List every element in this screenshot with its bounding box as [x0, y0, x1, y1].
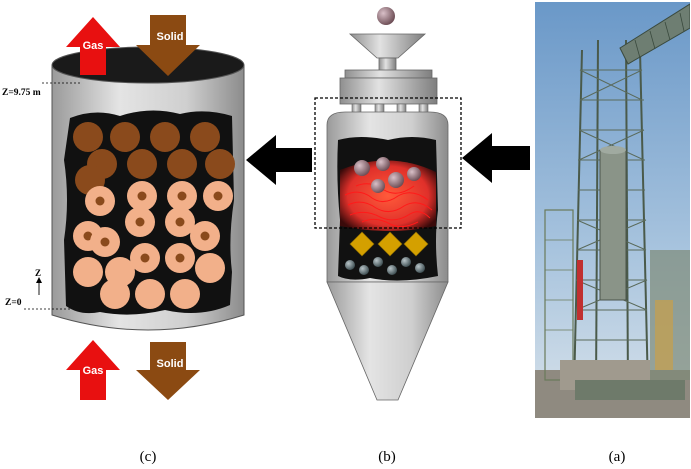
z-top-label: Z=9.75 m: [2, 88, 41, 98]
arrow-a-to-b: [462, 133, 530, 183]
arrow-b-to-c: [246, 135, 312, 185]
caption-a: (a): [608, 449, 626, 465]
panel-c-reactor-bed: Z=9.75 m Z Z=0 Gas Solid Gas Solid: [2, 15, 245, 400]
pellet-core: [175, 253, 185, 263]
gas-in-arrow: Gas: [66, 340, 120, 400]
ore-pellet: [167, 149, 197, 179]
furnace-pellet: [407, 167, 421, 181]
solid-out-label: Solid: [157, 358, 184, 370]
furnace-top-ring: [344, 69, 433, 79]
pellet-core: [95, 196, 105, 206]
z-axis-arrowhead: [36, 277, 42, 283]
pellet-core: [100, 237, 110, 247]
ore-pellet: [190, 122, 220, 152]
furnace-pellet: [388, 172, 404, 188]
bed-pellets: [73, 122, 235, 309]
pellet-core: [200, 231, 210, 241]
pellet-core: [137, 191, 147, 201]
pellet-core: [213, 191, 223, 201]
gas-in-label: Gas: [83, 365, 104, 377]
reduced-pellet: [73, 257, 103, 287]
gas-out-arrow: Gas: [66, 17, 120, 75]
reduced-pellet: [100, 279, 130, 309]
furnace-pellet: [371, 179, 385, 193]
caption-b: (b): [378, 449, 396, 465]
furnace-pellet: [376, 157, 390, 171]
gas-out-label: Gas: [83, 40, 104, 52]
ore-pellet: [205, 149, 235, 179]
ore-pellet: [127, 149, 157, 179]
solid-in-label: Solid: [157, 31, 184, 43]
z-axis-label: Z: [35, 268, 41, 278]
zoom-selection-box: [314, 97, 462, 229]
pellet-core: [140, 253, 150, 263]
solid-in-arrow: Solid: [136, 15, 200, 76]
product-diamonds: [349, 231, 429, 257]
pellet-core: [175, 217, 185, 227]
feed-pellet: [377, 7, 395, 25]
reduced-pellet: [195, 253, 225, 283]
panel-b-furnace: [314, 7, 462, 401]
furnace-head: [339, 77, 438, 105]
furnace-cone: [326, 281, 449, 401]
reduced-pellet: [170, 279, 200, 309]
feed-hopper: [348, 33, 427, 59]
ore-pellet: [110, 122, 140, 152]
z-bottom-label: Z=0: [5, 298, 22, 308]
pellet-core: [135, 217, 145, 227]
caption-c: (c): [139, 449, 157, 465]
furnace-pellet: [354, 160, 370, 176]
ore-pellet: [73, 122, 103, 152]
panel-a-plant-photo: [535, 2, 690, 418]
solid-out-arrow: Solid: [136, 342, 200, 400]
pellet-core: [83, 231, 93, 241]
ore-pellet: [150, 122, 180, 152]
reduced-pellets: [345, 257, 425, 275]
pellet-core: [177, 191, 187, 201]
reaction-lines: [344, 183, 433, 228]
reduced-pellet: [135, 279, 165, 309]
